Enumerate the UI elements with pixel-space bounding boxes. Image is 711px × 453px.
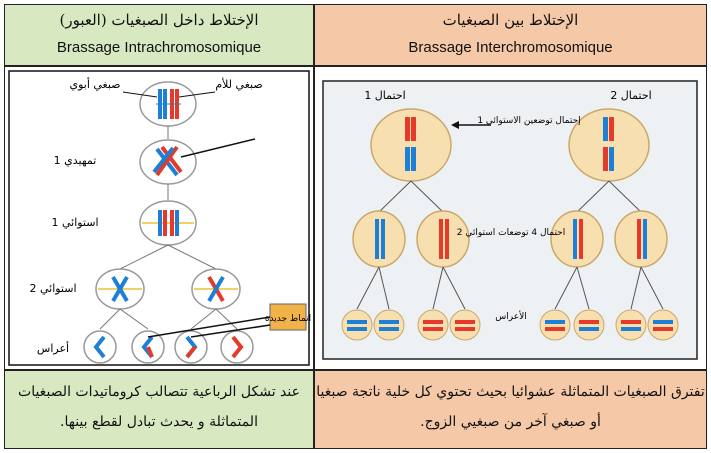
label-maternal: صبغي للأم [215, 77, 262, 91]
label-gametes-left: أعراس [37, 341, 69, 355]
title-intra-french: Brassage Intrachromosomique [56, 39, 262, 56]
title-inter-french: Brassage Interchromosomique [408, 39, 613, 56]
independent-assortment-diagram-cell: احتمال 1 احتمال 2 إحتمال توضعين الاستوائ… [314, 66, 707, 370]
header-intrachromosomal: الإختلاط داخل الصبغيات (العبور) Brassage… [4, 4, 314, 66]
label-metaphase1: استوائي 1 [51, 216, 98, 229]
gamete-4 [220, 330, 254, 364]
title-inter-arabic: الإختلاط بين الصبغيات [442, 11, 579, 29]
header-interchromosomal: الإختلاط بين الصبغيات Brassage Interchro… [314, 4, 707, 66]
intra-description: عند تشكل الرباعية تتصالب كروماتيدات الصب… [18, 384, 300, 430]
label-possibility2: احتمال 2 [610, 89, 651, 102]
crossing-over-diagram-cell: صبغي أبوي صبغي للأم تمهيدي 1 استوائي 1 [4, 66, 314, 370]
label-metaphase2: استوائي 2 [29, 282, 76, 295]
gamete-3 [174, 330, 208, 364]
gamete-row [341, 309, 679, 341]
label-new-combination: انماط جديدة [265, 314, 311, 324]
independent-assortment-diagram: احتمال 1 احتمال 2 إحتمال توضعين الاستوائ… [322, 80, 698, 360]
crossing-over-diagram: صبغي أبوي صبغي للأم تمهيدي 1 استوائي 1 [8, 70, 311, 366]
gamete-1 [83, 330, 117, 364]
label-arrangement-m1: إحتمال توضعين الاستوائي 1 [477, 116, 580, 126]
label-possibility1: احتمال 1 [364, 89, 405, 102]
label-paternal: صبغي أبوي [69, 77, 120, 91]
label-prophase1: تمهيدي 1 [54, 154, 97, 167]
title-intra-arabic: الإختلاط داخل الصبغيات (العبور) [59, 11, 259, 29]
inter-description-cell: تفترق الصبغيات المتماثلة عشوائيا بحيث تح… [314, 370, 707, 449]
inter-description: تفترق الصبغيات المتماثلة عشوائيا بحيث تح… [316, 384, 705, 430]
intra-description-cell: عند تشكل الرباعية تتصالب كروماتيدات الصب… [4, 370, 314, 449]
label-gametes-right: الأعراس [495, 310, 526, 322]
label-arrangement-m2: احتمال 4 توضعات استوائي 2 [457, 228, 565, 238]
new-combination-box [269, 303, 307, 331]
